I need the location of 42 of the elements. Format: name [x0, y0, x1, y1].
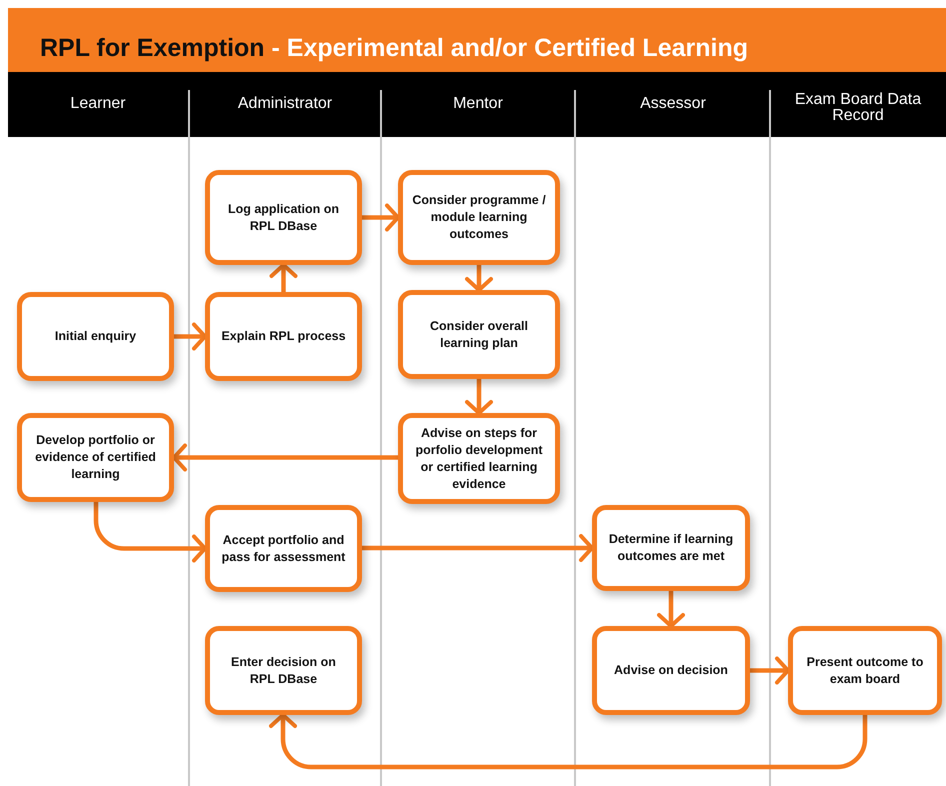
step-text: Present outcome to exam board	[806, 654, 924, 688]
process-box	[17, 413, 174, 502]
lane-header: Administrator	[238, 95, 332, 112]
subtitle: - Experimental and/or Certified Learning	[272, 34, 748, 62]
arrow	[94, 502, 207, 562]
arrow	[174, 322, 207, 350]
arrow	[270, 263, 298, 292]
process-box	[592, 626, 750, 715]
step-text: Initial enquiry	[54, 328, 136, 345]
step-text: Log application on RPL DBase	[226, 200, 340, 234]
arrow	[269, 713, 868, 770]
process-box	[398, 170, 560, 265]
process-box	[17, 292, 174, 381]
step-text: Advise on steps for porfolio development or certified learning evidence	[414, 424, 544, 492]
arrow	[465, 379, 493, 415]
lane-header: Assessor	[640, 95, 706, 112]
step-text: Accept portfolio and pass for assessment	[220, 532, 346, 566]
process-box	[788, 626, 942, 715]
arrow	[362, 204, 400, 232]
arrow	[657, 591, 685, 628]
process-box	[205, 170, 362, 265]
title: RPL for Exemption	[40, 34, 265, 62]
step-text: Enter decision on RPL DBase	[230, 654, 337, 688]
process-box	[398, 413, 560, 504]
lane-header: Exam Board Data Record	[794, 91, 922, 124]
arrow	[172, 444, 398, 472]
process-box	[205, 292, 362, 381]
lane-header: Learner	[70, 95, 126, 112]
lane-header: Mentor	[453, 95, 503, 112]
step-text: Develop portfolio or evidence of certified learning	[34, 432, 157, 483]
process-box	[205, 505, 362, 592]
step-text: Advise on decision	[614, 662, 728, 679]
step-text: Consider overall learning plan	[429, 318, 529, 352]
step-text: Consider programme / module learning outcomes	[411, 192, 547, 243]
process-box	[205, 626, 362, 715]
step-text: Explain RPL process	[221, 328, 346, 345]
step-text: Determine if learning outcomes are met	[608, 531, 734, 565]
arrow	[750, 656, 790, 684]
arrow	[465, 265, 493, 292]
arrow	[362, 534, 594, 562]
process-box	[398, 290, 560, 379]
process-box	[592, 505, 750, 591]
